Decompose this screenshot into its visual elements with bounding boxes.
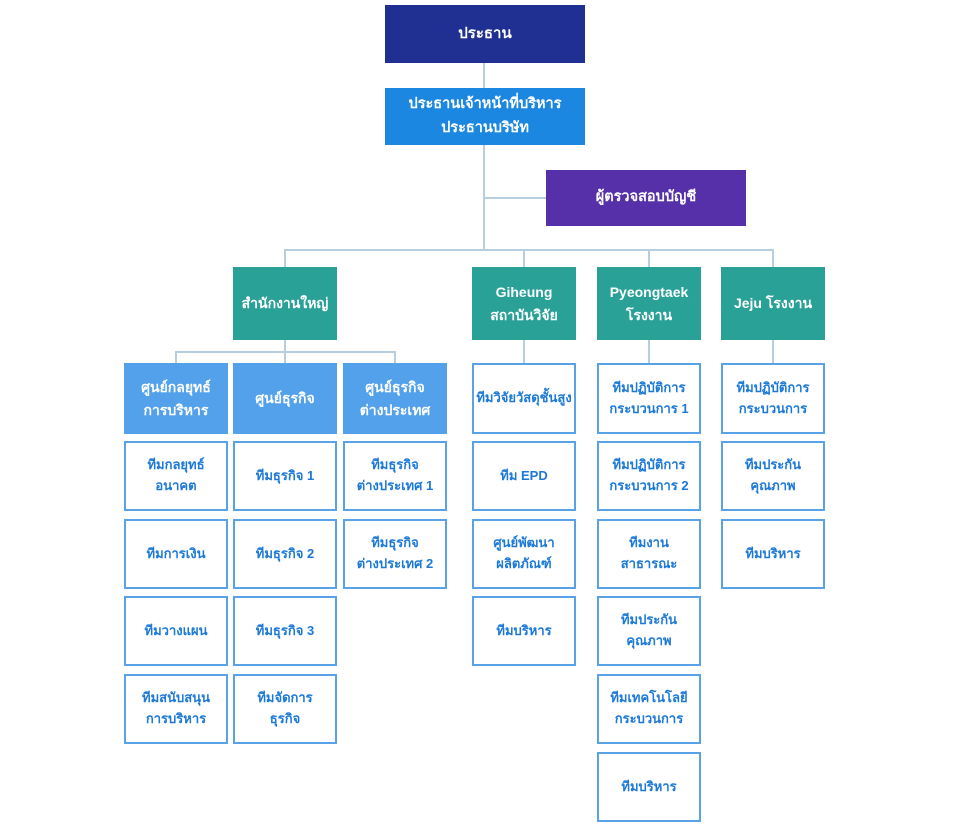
connector-drop-head-office: [284, 249, 286, 267]
connector-main-horizontal: [284, 249, 774, 251]
node-team-management-support: ทีมสนับสนุน การบริหาร: [124, 674, 228, 744]
node-team-quality-assurance-pyeongtaek: ทีมประกัน คุณภาพ: [597, 596, 701, 666]
node-team-administration-jeju: ทีมบริหาร: [721, 519, 825, 589]
connector-ceo-auditor: [483, 197, 546, 199]
connector-jeju-teams: [772, 340, 774, 363]
node-team-epd: ทีม EPD: [472, 441, 576, 511]
connector-drop-jeju: [772, 249, 774, 267]
connector-centers-horizontal: [175, 351, 395, 353]
node-team-public-works: ทีมงาน สาธารณะ: [597, 519, 701, 589]
node-center-overseas-business: ศูนย์ธุรกิจ ต่างประเทศ: [343, 363, 447, 434]
connector-drop-pyeongtaek: [648, 249, 650, 267]
node-center-business: ศูนย์ธุรกิจ: [233, 363, 337, 434]
node-center-management-strategy: ศูนย์กลยุทธ์ การบริหาร: [124, 363, 228, 434]
connector-pyeongtaek-teams: [648, 340, 650, 363]
node-division-giheung-research: Giheung สถาบันวิจัย: [472, 267, 576, 340]
node-division-head-office: สำนักงานใหญ่: [233, 267, 337, 340]
node-team-finance: ทีมการเงิน: [124, 519, 228, 589]
node-division-pyeongtaek-plant: Pyeongtaek โรงงาน: [597, 267, 701, 340]
connector-drop-giheung: [523, 249, 525, 267]
node-team-process-technology: ทีมเทคโนโลยี กระบวนการ: [597, 674, 701, 744]
node-chairman: ประธาน: [385, 5, 585, 63]
node-auditor: ผู้ตรวจสอบบัญชี: [546, 170, 746, 226]
node-team-process-operation-2: ทีมปฏิบัติการ กระบวนการ 2: [597, 441, 701, 511]
node-team-business-3: ทีมธุรกิจ 3: [233, 596, 337, 666]
node-team-overseas-business-1: ทีมธุรกิจ ต่างประเทศ 1: [343, 441, 447, 511]
node-team-business-management: ทีมจัดการ ธุรกิจ: [233, 674, 337, 744]
node-team-business-1: ทีมธุรกิจ 1: [233, 441, 337, 511]
node-ceo-president: ประธานเจ้าหน้าที่บริหาร ประธานบริษัท: [385, 88, 585, 145]
node-team-quality-assurance-jeju: ทีมประกัน คุณภาพ: [721, 441, 825, 511]
node-team-future-strategy: ทีมกลยุทธ์ อนาคต: [124, 441, 228, 511]
node-team-advanced-materials-research: ทีมวิจัยวัสดุชั้นสูง: [472, 363, 576, 434]
node-team-planning: ทีมวางแผน: [124, 596, 228, 666]
connector-giheung-teams: [523, 340, 525, 363]
connector-drop-overseas-center: [394, 351, 396, 363]
connector-chairman-ceo: [483, 63, 485, 88]
node-team-process-operation-jeju: ทีมปฏิบัติการ กระบวนการ: [721, 363, 825, 434]
node-team-administration-giheung: ทีมบริหาร: [472, 596, 576, 666]
connector-drop-strategy-center: [175, 351, 177, 363]
node-team-process-operation-1: ทีมปฏิบัติการ กระบวนการ 1: [597, 363, 701, 434]
node-team-overseas-business-2: ทีมธุรกิจ ต่างประเทศ 2: [343, 519, 447, 589]
node-team-administration-pyeongtaek: ทีมบริหาร: [597, 752, 701, 822]
node-center-product-development: ศูนย์พัฒนา ผลิตภัณฑ์: [472, 519, 576, 589]
node-division-jeju-plant: Jeju โรงงาน: [721, 267, 825, 340]
node-team-business-2: ทีมธุรกิจ 2: [233, 519, 337, 589]
